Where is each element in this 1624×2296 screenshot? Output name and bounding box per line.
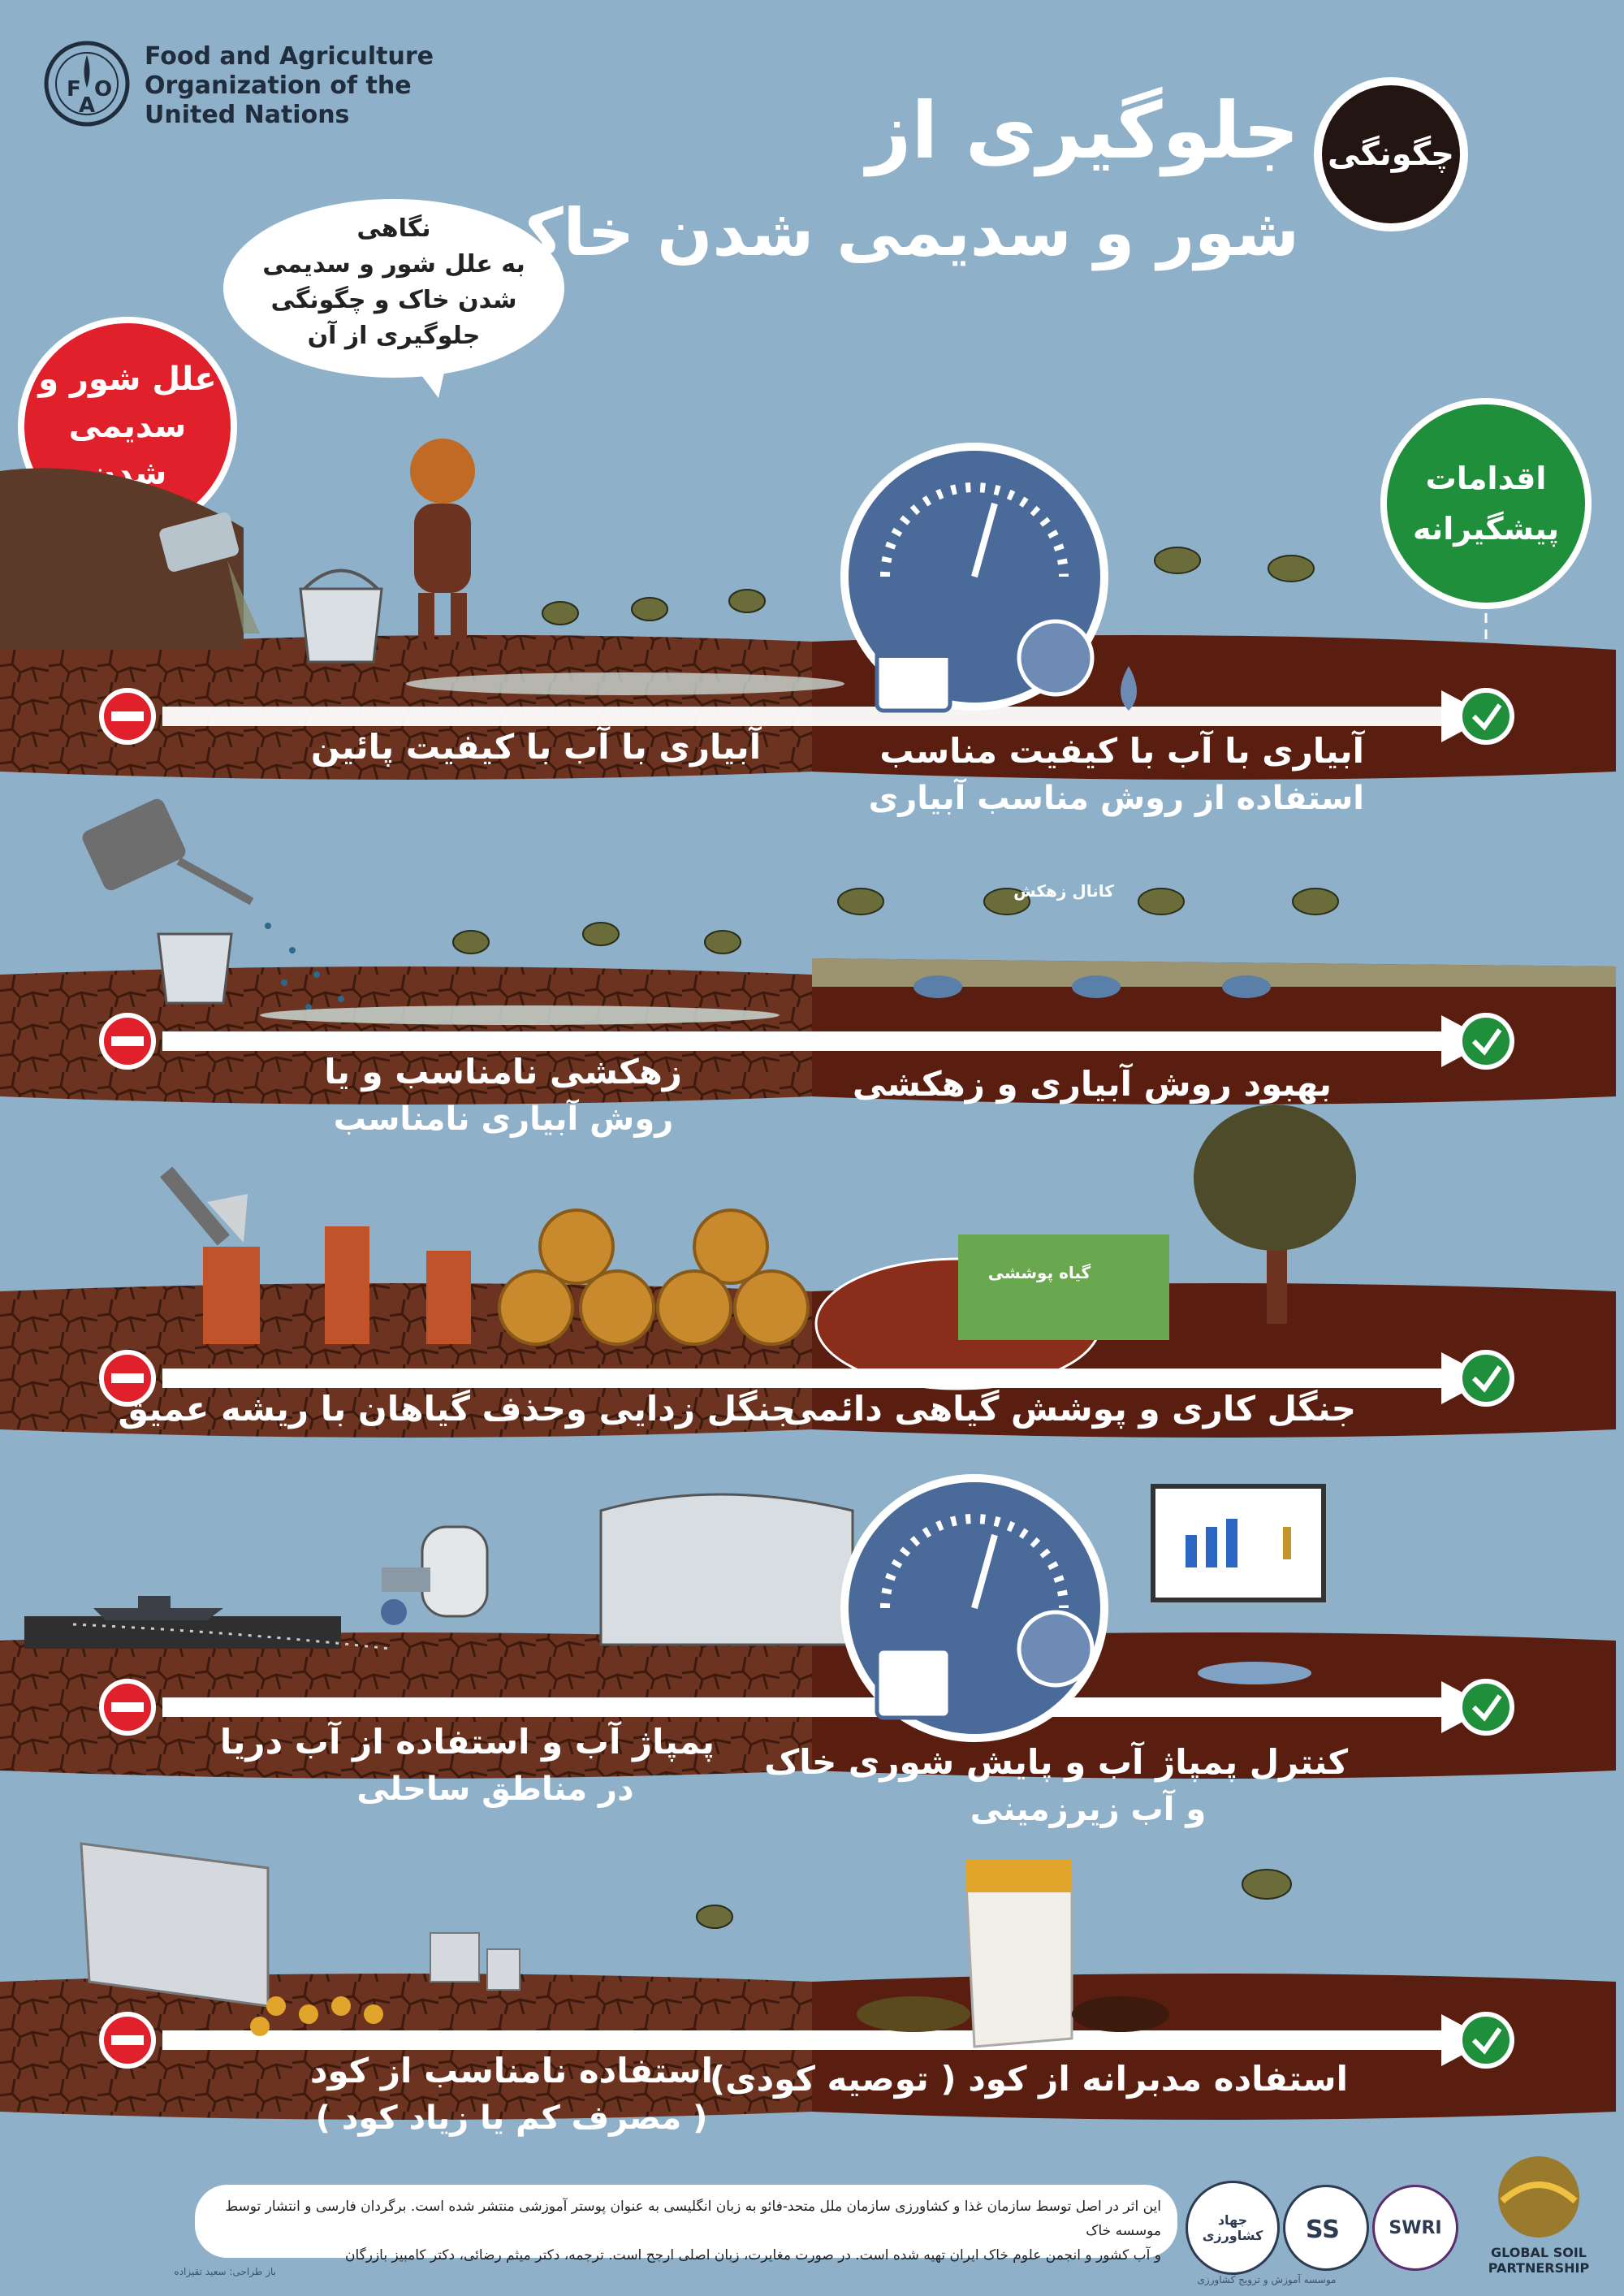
stop-icon-row-5 <box>99 2012 156 2069</box>
gsp-line-2: PARTNERSHIP <box>1488 2260 1590 2276</box>
row-3-solution: جنگل کاری و پوشش گیاهی دائمی <box>783 1389 1356 1429</box>
axe-icon <box>159 1166 248 1246</box>
row-2-cause-2: روش آبیاری نامناسب <box>333 1100 674 1138</box>
footer-credit: موسسه آموزش و ترویج کشاورزی <box>1197 2274 1337 2285</box>
pipe-icon <box>159 512 260 633</box>
org-line-1: Food and Agriculture <box>145 42 434 71</box>
check-icon-row-3 <box>1458 1350 1514 1407</box>
drain-canal-label: کانال زهکش <box>1013 881 1114 901</box>
gauge-icon-2 <box>840 1474 1108 1742</box>
stop-icon-row-2 <box>99 1013 156 1070</box>
check-icon-row-4 <box>1458 1679 1514 1736</box>
mulch-pile <box>857 1996 970 2032</box>
designer-credit: باز طراحی: سعید تقیزاده <box>174 2266 276 2277</box>
row-4-cause: پمپاژ آب و استفاده از آب دریا <box>219 1722 715 1762</box>
salt-layer <box>406 672 844 695</box>
stop-icon-row-3 <box>99 1350 156 1407</box>
row-4-solution: کنترل پمپاژ آب و پایش شوری خاک <box>764 1742 1348 1782</box>
row-2-soil <box>0 958 1616 1105</box>
tank-icon <box>599 1493 854 1646</box>
svg-text:O: O <box>94 77 112 102</box>
fertilizer-bag-icon <box>965 1860 1073 2048</box>
check-icon-row-1 <box>1458 688 1514 745</box>
character-icon <box>410 439 475 642</box>
bubble-line-1: نگاهی <box>356 214 431 243</box>
ship-icon <box>93 1596 223 1620</box>
bucket-icon-2 <box>157 932 233 1005</box>
jahad-logo: جهاد کشاورزی <box>1186 2181 1280 2275</box>
cover-crop-label: گیاه پوششی <box>987 1263 1091 1282</box>
row-3-cause: جنگل زدایی وحذف گیاهان با ریشه عمیق <box>118 1389 796 1429</box>
bubble-line-4: جلوگیری از آن <box>307 322 481 350</box>
swri-logo: SWRI <box>1372 2185 1458 2271</box>
calendar-icon <box>875 639 952 713</box>
svg-text:F: F <box>67 77 81 102</box>
row-4-cause-2: در مناطق ساحلی <box>356 1771 634 1808</box>
drain-channels <box>914 975 1271 998</box>
water-drop-icon <box>1121 666 1137 711</box>
row-5-solution: استفاده مدبرانه از کود ( توصیه کودی) <box>709 2059 1348 2099</box>
stop-icon-row-1 <box>99 688 156 745</box>
prevention-badge: اقدامات پیشگیرانه <box>1380 398 1592 609</box>
check-icon-row-5 <box>1458 2012 1514 2069</box>
hill <box>0 468 244 650</box>
page-title-line-1: جلوگیری از <box>866 85 1299 176</box>
row-1-cause: آبیاری با آب با کیفیت پائین <box>310 727 762 767</box>
prevention-line-2: پیشگیرانه <box>1412 511 1560 547</box>
org-name: Food and Agriculture Organization of the… <box>145 42 434 130</box>
gsp-logo: GLOBAL SOIL PARTNERSHIP <box>1478 2152 1600 2276</box>
speech-bubble: نگاهی به علل شور و سدیمی شدن خاک و چگونگ… <box>219 195 568 398</box>
row-4-solution-2: و آب زیرزمینی <box>970 1791 1207 1828</box>
causes-line-1: علل شور و <box>38 361 217 398</box>
footer-panel: این اثر در اصل توسط سازمان غذا و کشاورزی… <box>195 2185 1177 2264</box>
svg-text:A: A <box>79 93 95 118</box>
monitor-chart-icon <box>1151 1484 1326 1602</box>
row-5-cause: استفاده نامناسب از کود <box>309 2051 714 2091</box>
how-badge: چگونگی <box>1314 77 1468 231</box>
compost-pile <box>1072 1996 1169 2032</box>
fertilizer-pellets <box>250 1996 383 2036</box>
tree-stumps <box>203 1226 471 1344</box>
row-1-solution: آبیاری با آب با کیفیت مناسب <box>879 731 1364 771</box>
watering-can-icon <box>82 798 254 906</box>
row-1-solution-2: استفاده از روش مناسب آبیاری <box>868 780 1364 817</box>
tree-icon <box>1194 1105 1356 1324</box>
fao-logo: F A O <box>42 39 132 128</box>
pump-icon <box>381 1525 489 1625</box>
water-spray <box>265 923 344 1010</box>
cover-crop <box>958 1234 1169 1340</box>
row-2-solution: بهبود روش آبیاری و زهکشی <box>852 1064 1332 1104</box>
page-title-line-2: شور و سدیمی شدن خاک <box>496 195 1299 270</box>
plant-icons <box>452 547 1339 1929</box>
small-sacks-icon <box>430 1932 520 1991</box>
swri-logo-text: SWRI <box>1389 2217 1442 2238</box>
row-5-cause-2: ( مصرف کم یا زیاد کود ) <box>315 2099 708 2137</box>
org-line-2: Organization of the <box>145 71 412 100</box>
svg-text:SS: SS <box>1306 2216 1340 2244</box>
sss-logo: SS <box>1283 2185 1369 2271</box>
footer-line-1: این اثر در اصل توسط سازمان غذا و کشاورزی… <box>225 2199 1161 2239</box>
how-badge-label: چگونگی <box>1328 136 1454 173</box>
org-line-3: United Nations <box>145 101 350 129</box>
gsp-line-1: GLOBAL SOIL <box>1491 2245 1587 2260</box>
footer-line-2: و آب کشور و انجمن علوم خاک ایران تهیه شد… <box>345 2247 1161 2264</box>
fertilizer-sack-icon <box>80 1842 270 2008</box>
check-icon-row-2 <box>1458 1013 1514 1070</box>
jahad-logo-text: جهاد کشاورزی <box>1202 2212 1263 2243</box>
stop-icon-row-4 <box>99 1679 156 1736</box>
bucket-icon <box>299 569 383 664</box>
bubble-line-3: شدن خاک و چگونگی <box>270 286 517 314</box>
bubble-line-2: به علل شور و سدیمی <box>262 250 525 279</box>
log-pile <box>498 1209 810 1346</box>
row-2-cause: زهکشی نامناسب و یا <box>324 1052 682 1092</box>
prevention-line-1: اقدامات <box>1425 460 1547 496</box>
